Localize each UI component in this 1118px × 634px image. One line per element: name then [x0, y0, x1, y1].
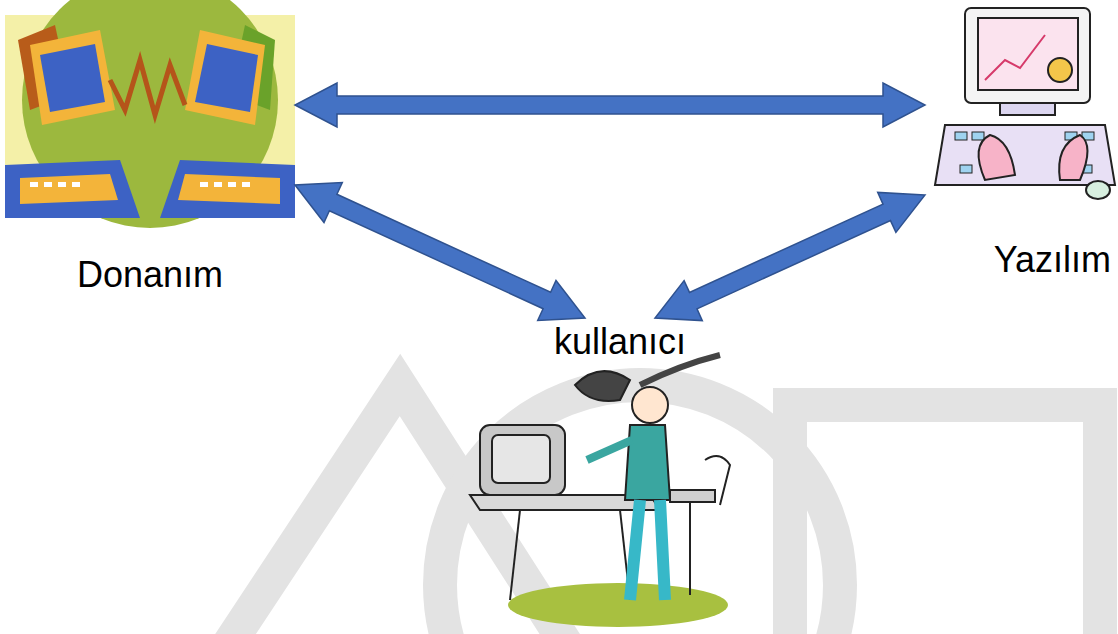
block-arrow	[295, 83, 925, 127]
node-box: Yazılım	[925, 0, 1115, 300]
software-clipart	[935, 8, 1115, 199]
block-arrow	[295, 183, 585, 321]
block-arrow	[655, 192, 925, 320]
user-clipart	[470, 355, 730, 627]
node-box: Donanım	[5, 15, 295, 300]
hardware-clipart	[5, 0, 295, 228]
node-label: kullanıcı	[474, 322, 766, 362]
watermark-rectangle	[790, 405, 1100, 634]
node-label: Yazılım	[929, 240, 1111, 280]
node-label: Donanım	[9, 255, 291, 295]
node-box: kullanıcı	[470, 318, 770, 630]
